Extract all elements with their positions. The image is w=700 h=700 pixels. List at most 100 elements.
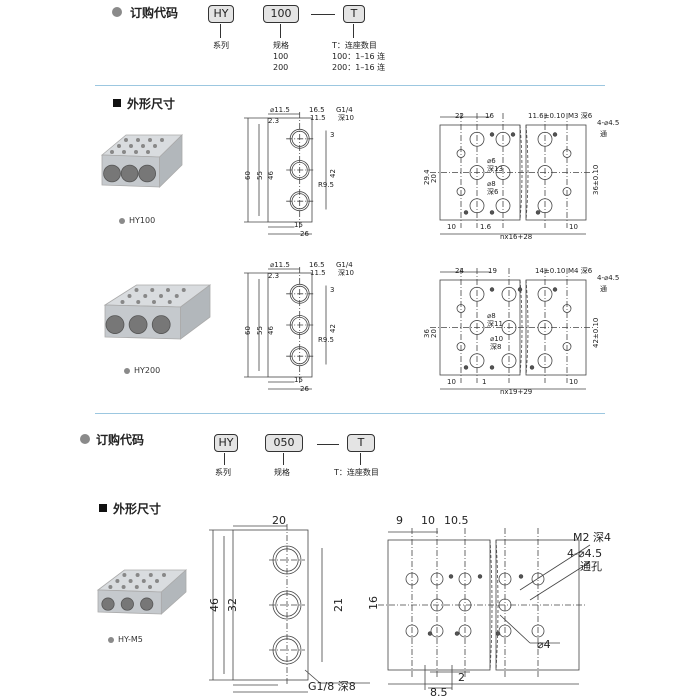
dim-label: 10.5: [444, 514, 469, 527]
hy100-photo-top-hole: [122, 150, 126, 154]
hole: [517, 287, 523, 292]
spec-label: 规格: [274, 468, 290, 477]
hole: [489, 365, 495, 370]
dim-label: 42±0.10: [592, 318, 600, 348]
dimension-line: [529, 561, 591, 601]
model-label-hym5: HY-M5: [118, 635, 143, 644]
hy100-photo-top-hole: [141, 144, 145, 148]
leader-line: [224, 453, 225, 465]
section-divider: [95, 85, 605, 86]
leader-line: [360, 453, 361, 465]
code-box-series: HY: [214, 434, 238, 452]
bullet-icon: [119, 218, 125, 224]
dim-label: 深13: [487, 164, 503, 173]
dim-label: ⌀11.5: [270, 261, 290, 269]
dim-label: 深6: [487, 187, 499, 196]
dim-label: 4-⌀4.5: [597, 274, 619, 282]
dim-label: 32: [226, 598, 239, 612]
dim-label: R9.5: [318, 336, 334, 344]
dim-label: 46: [208, 598, 221, 612]
hy100-photo-side-face: [159, 134, 183, 188]
dim-label: 60: [244, 171, 252, 180]
dimension-line: [499, 614, 531, 644]
hole: [489, 132, 495, 137]
t-label: T：连座数目: [334, 468, 379, 477]
code-dash: [317, 444, 339, 445]
spec-value: 100: [273, 52, 289, 61]
dim-label: 29.4: [423, 169, 431, 185]
dim-label: 24: [455, 267, 464, 275]
dimension-line: [519, 544, 591, 591]
hym5-photo-top-hole: [141, 579, 146, 583]
dim-label: 26: [300, 385, 309, 393]
dim-label: 10: [447, 378, 456, 386]
dimensions-title: 外形尺寸: [127, 97, 176, 111]
hy100-photo-top-hole: [117, 144, 121, 148]
dim-label: 22: [455, 112, 464, 120]
dim-label: 16: [367, 596, 380, 610]
hym5-photo-port: [101, 597, 115, 611]
hy100-photo-top-hole: [146, 150, 150, 154]
dim-label: nx19+29: [500, 388, 532, 396]
dim-label: 55: [256, 171, 264, 180]
code-box-spec: 050: [265, 434, 303, 452]
dim-label: 深10: [338, 113, 354, 122]
dim-label: ⌀8: [487, 180, 496, 188]
dim-label: G1/4: [336, 261, 353, 269]
section-divider: [95, 413, 605, 414]
dim-label: 42: [329, 324, 337, 333]
dim-label: ⌀6: [487, 157, 496, 165]
dim-label: 通孔: [580, 560, 602, 573]
t-value: 200：1–16 连: [332, 63, 386, 72]
hole: [495, 631, 501, 636]
dim-label: 8.5: [430, 686, 448, 699]
hy100-photo-port: [103, 164, 121, 183]
code-box-spec: 100: [263, 5, 299, 23]
spec-label: 规格: [273, 41, 289, 50]
dim-label: R9.5: [318, 181, 334, 189]
hy100-photo-top-hole: [148, 138, 152, 142]
dim-label: M4 深6: [568, 266, 593, 275]
bullet-icon: [108, 637, 114, 643]
order-code-title: 订购代码: [130, 6, 179, 20]
dim-label: 10: [421, 514, 435, 527]
hole: [454, 631, 460, 636]
series-label: 系列: [215, 468, 231, 477]
hym5-photo-port: [140, 597, 154, 611]
hole: [518, 574, 524, 579]
hym5-photo-port: [120, 597, 134, 611]
dim-label: 1.6: [480, 223, 492, 231]
dim-label: 10: [569, 223, 578, 231]
dim-label: 42: [329, 169, 337, 178]
dim-label: 10: [447, 223, 456, 231]
hy100-photo-top-hole: [124, 138, 128, 142]
leader-line: [353, 24, 354, 38]
hy200-photo-top-hole: [134, 288, 139, 292]
leader-line: [220, 24, 221, 38]
dim-label: 1: [482, 378, 486, 386]
hy200-photo-port: [105, 315, 125, 334]
dim-label: 46: [267, 326, 275, 335]
hym5-photo-top-hole: [162, 573, 166, 577]
dim-label: G1/8 深8: [308, 680, 356, 693]
hy200-photo-top-hole: [181, 288, 186, 292]
hym5-photo-top-hole: [121, 585, 126, 589]
dim-label: ⌀8: [487, 312, 496, 320]
code-dash: [311, 14, 335, 15]
dim-label: 21: [332, 598, 345, 612]
hy100-photo-top-hole: [153, 144, 157, 148]
model-label-hy100: HY100: [129, 216, 156, 225]
dim-label: 26: [300, 230, 309, 238]
hole: [535, 210, 541, 215]
hole: [552, 287, 558, 292]
hym5-photo-top-hole: [115, 579, 120, 583]
dim-label: nx16+28: [500, 233, 532, 241]
leader-line: [280, 24, 281, 38]
hym5-photo-top-hole: [135, 573, 140, 577]
side-view-outline: [232, 529, 309, 681]
square-bullet-icon: [113, 99, 121, 107]
dim-label: 通: [600, 284, 607, 293]
dim-label: 通: [600, 129, 607, 138]
hy200-photo-top-hole: [150, 288, 155, 292]
